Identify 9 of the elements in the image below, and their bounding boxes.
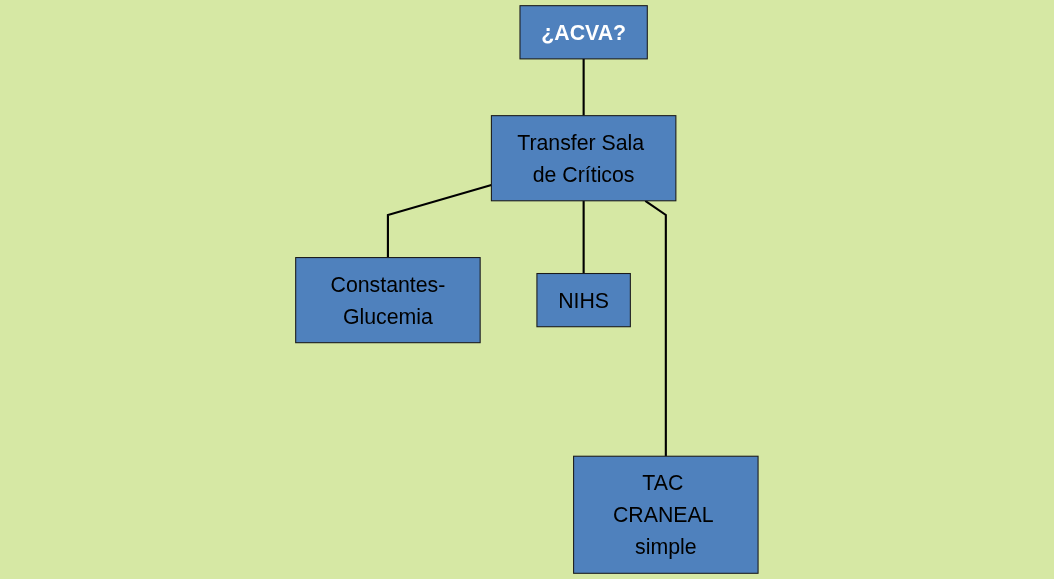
node-box: TAC CRANEAL simple — [573, 455, 759, 574]
node-box: ¿ACVA? — [519, 5, 648, 60]
node-box: Transfer Sala de Críticos — [491, 115, 677, 202]
node-box: NIHS — [536, 273, 631, 328]
connector — [582, 200, 585, 274]
connector — [644, 199, 668, 457]
connector — [582, 58, 585, 116]
connector — [386, 183, 492, 258]
node-box: Constantes-Glucemia — [295, 257, 481, 344]
